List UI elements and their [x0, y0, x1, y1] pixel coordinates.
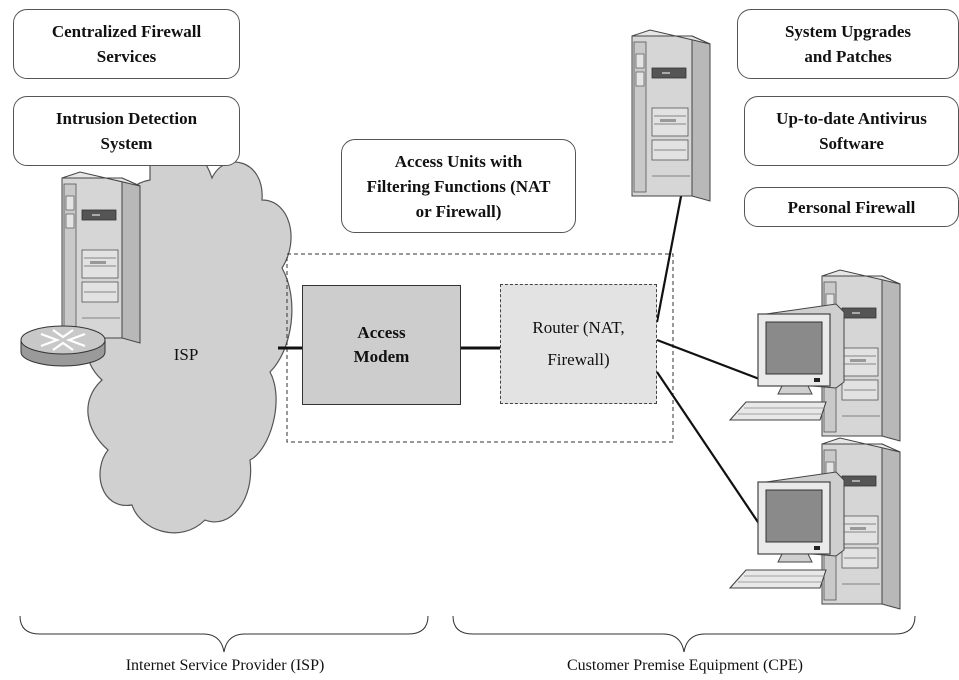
note-centralized-firewall: Centralized Firewall Services	[13, 9, 240, 79]
isp-group-label: Internet Service Provider (ISP)	[125, 657, 325, 674]
cpe-brace	[452, 615, 916, 653]
note-personal-firewall: Personal Firewall	[744, 187, 959, 227]
access-modem-label: Access Modem	[353, 323, 410, 366]
cpe-group-label: Customer Premise Equipment (CPE)	[567, 657, 803, 674]
isp-server-icon	[61, 171, 141, 344]
note-antivirus: Up-to-date Antivirus Software	[744, 96, 959, 166]
link-router-pc2	[656, 371, 771, 541]
router-label: Router (NAT, Firewall)	[532, 318, 625, 369]
isp-router-icon	[20, 325, 106, 367]
router-node: Router (NAT, Firewall)	[500, 284, 657, 404]
isp-brace	[19, 615, 429, 653]
link-router-server	[655, 185, 685, 323]
isp-cloud-label: ISP	[173, 345, 199, 364]
link-router-pc1	[656, 338, 763, 382]
access-modem-node: Access Modem	[302, 285, 461, 405]
cpe-server-icon	[631, 29, 711, 202]
note-system-upgrades: System Upgrades and Patches	[737, 9, 959, 79]
note-access-units: Access Units with Filtering Functions (N…	[341, 139, 576, 233]
note-intrusion-detection: Intrusion Detection System	[13, 96, 240, 166]
